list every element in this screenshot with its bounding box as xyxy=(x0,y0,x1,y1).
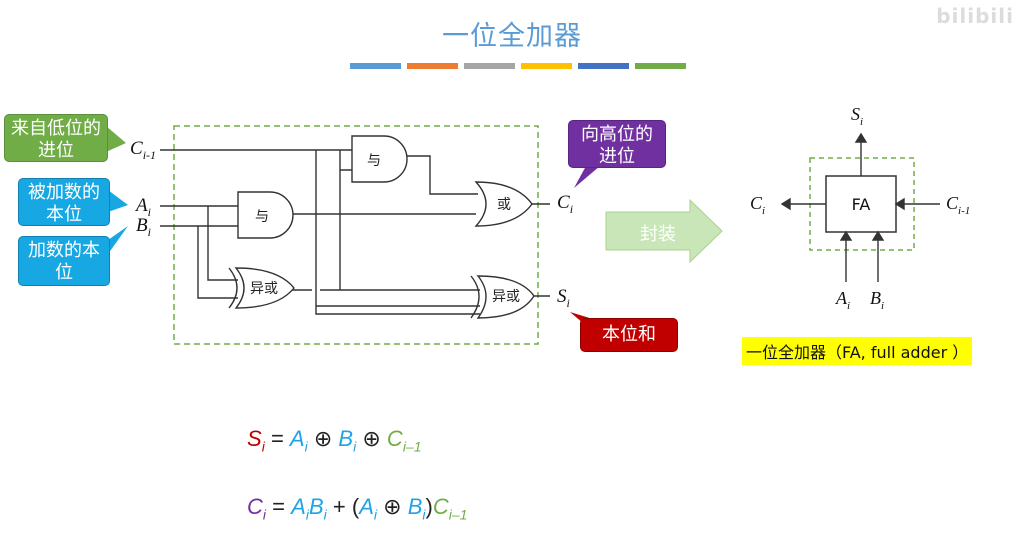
and-gate-mid xyxy=(237,191,294,239)
fa-in-b: Bi xyxy=(870,288,884,312)
xor-gate-right xyxy=(476,275,535,319)
carry-formula: Ci = AiBi + (Ai ⊕ Bi)Ci–1 xyxy=(247,494,468,523)
fa-in-c: Ci-1 xyxy=(946,193,970,217)
or-label: 或 xyxy=(497,197,511,213)
color-bar-segment xyxy=(407,63,458,69)
callout-tail-augend xyxy=(108,226,128,254)
sum-lhs: Si xyxy=(247,426,265,455)
and-top-label: 与 xyxy=(367,153,381,169)
signal-s: Si xyxy=(557,286,570,310)
page-title: 一位全加器 xyxy=(442,21,582,52)
fa-out-s: Si xyxy=(851,104,863,128)
color-bar-segment xyxy=(464,63,515,69)
and-gate-top xyxy=(351,135,408,183)
bilibili-watermark: bilibili xyxy=(936,4,1014,28)
callout-carry-out: 向高位的进位 xyxy=(568,120,666,168)
callout-tail-addend xyxy=(108,190,128,212)
signal-c-prev: Ci-1 xyxy=(130,138,156,162)
sum-formula: Si = Ai ⊕ Bi ⊕ Ci–1 xyxy=(247,426,422,455)
carry-lhs: Ci xyxy=(247,494,267,523)
fa-out-c: Ci xyxy=(750,193,765,217)
fa-label: FA xyxy=(852,195,871,214)
or-gate xyxy=(474,181,533,227)
color-bar-segment xyxy=(578,63,629,69)
callout-sum: 本位和 xyxy=(580,318,678,352)
color-bar-segment xyxy=(350,63,401,69)
signal-c-out: Ci xyxy=(557,192,573,216)
encapsulate-arrow xyxy=(605,198,723,264)
fa-in-a: Ai xyxy=(835,288,850,312)
callout-addend: 被加数的本位 xyxy=(18,178,110,226)
color-bar-segment xyxy=(521,63,572,69)
xor-right-label: 异或 xyxy=(492,289,520,305)
and-mid-label: 与 xyxy=(255,209,269,225)
xor-left-label: 异或 xyxy=(250,281,278,297)
callout-tail-carry-out xyxy=(574,166,600,188)
signal-a: Ai xyxy=(134,195,151,219)
fa-caption: 一位全加器（FA, full adder ） xyxy=(742,337,973,365)
color-bar xyxy=(350,63,686,69)
circuit-boundary xyxy=(173,125,539,345)
callout-tail-carry-in xyxy=(106,126,126,152)
xor-gate-left xyxy=(234,267,295,309)
callout-carry-in: 来自低位的进位 xyxy=(4,114,108,162)
encapsulate-label: 封装 xyxy=(640,224,676,245)
signal-b: Bi xyxy=(136,215,151,239)
color-bar-segment xyxy=(635,63,686,69)
callout-augend: 加数的本位 xyxy=(18,236,110,286)
